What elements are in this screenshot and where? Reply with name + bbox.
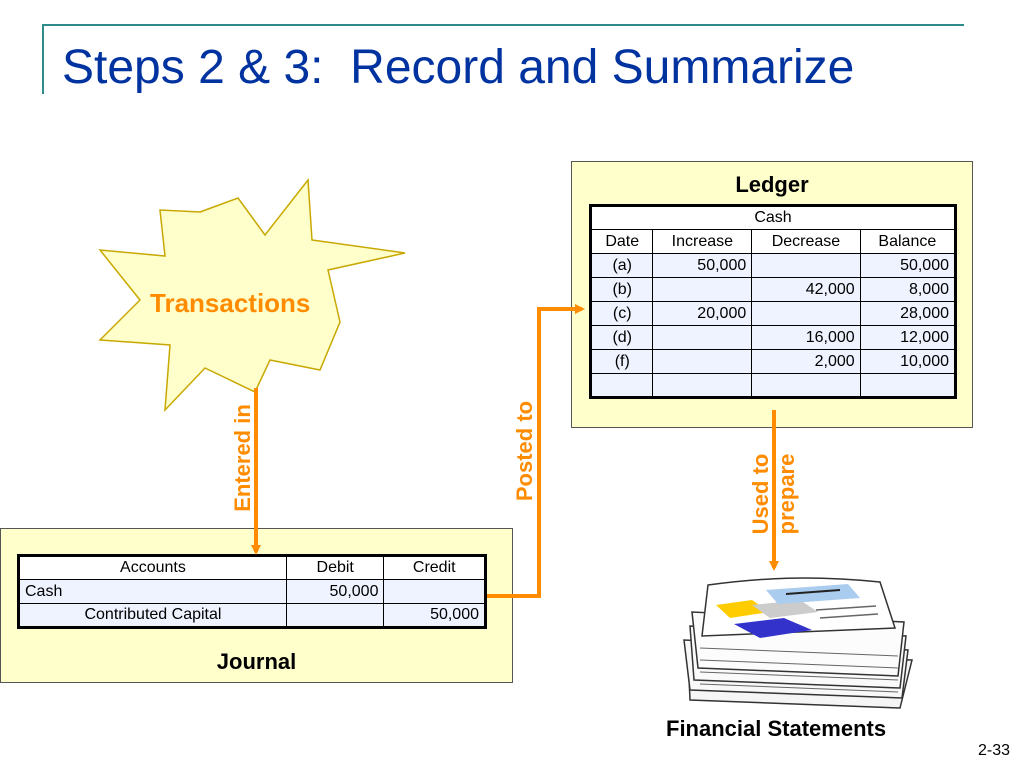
- journal-title: Journal: [216, 649, 297, 674]
- ledger-row: (c) 20,000 28,000: [589, 301, 957, 326]
- transactions-label: Transactions: [150, 288, 311, 318]
- ledger-cell-date: (b): [589, 277, 654, 302]
- journal-cell-debit: [285, 603, 385, 628]
- ledger-cell-date: (a): [589, 253, 654, 278]
- used-to-label-line1: Used to: [748, 453, 773, 535]
- ledger-header-increase: Increase: [652, 229, 753, 254]
- page-number: 2-33: [977, 742, 1010, 759]
- journal-table: Accounts Debit Credit Cash 50,000 Contri…: [17, 554, 487, 629]
- ledger-account-name: Cash: [590, 205, 956, 230]
- financial-statements-icon: [683, 577, 913, 709]
- journal-header-accounts: Accounts: [18, 555, 287, 580]
- ledger-table: Cash Date Increase Decrease Balance (a) …: [589, 204, 957, 399]
- ledger-header-date: Date: [589, 229, 654, 254]
- transactions-starburst: [98, 177, 406, 413]
- ledger-cell-balance: 10,000: [859, 349, 957, 374]
- ledger-cell-balance: [859, 373, 957, 398]
- ledger-cell-decrease: [751, 253, 861, 278]
- ledger-cell-decrease: 2,000: [751, 349, 861, 374]
- ledger-header-balance: Balance: [859, 229, 957, 254]
- ledger-row: [589, 373, 957, 398]
- ledger-cell-date: [589, 373, 654, 398]
- financial-statements-label: Financial Statements: [666, 716, 887, 741]
- journal-cell-debit: 50,000: [285, 579, 385, 604]
- ledger-cell-decrease: 42,000: [751, 277, 861, 302]
- ledger-cell-increase: 50,000: [652, 253, 753, 278]
- ledger-cell-decrease: [751, 301, 861, 326]
- ledger-cell-increase: [652, 325, 753, 350]
- ledger-row: (a) 50,000 50,000: [589, 253, 957, 278]
- ledger-cell-date: (d): [589, 325, 654, 350]
- used-to-label-line2: prepare: [774, 453, 799, 535]
- journal-header-credit: Credit: [383, 555, 486, 580]
- ledger-panel: Ledger Cash Date Increase Decrease Balan…: [571, 161, 973, 428]
- entered-in-label: Entered in: [230, 404, 255, 512]
- title-rule-horizontal: [42, 24, 964, 26]
- journal-cell-credit: 50,000: [383, 603, 486, 628]
- ledger-cell-increase: [652, 277, 753, 302]
- slide-title: Steps 2 & 3: Record and Summarize: [62, 41, 855, 94]
- title-rule-vertical: [42, 26, 44, 94]
- used-to-prepare-label: Used to prepare: [748, 439, 800, 549]
- journal-row: Cash 50,000: [18, 579, 486, 604]
- posted-to-label: Posted to: [512, 400, 537, 502]
- journal-cell-account: Cash: [18, 579, 287, 604]
- journal-cell-account: Contributed Capital: [18, 603, 287, 628]
- ledger-cell-date: (c): [589, 301, 654, 326]
- posted-to-arrow: [487, 304, 585, 598]
- ledger-cell-balance: 50,000: [859, 253, 957, 278]
- journal-panel: Accounts Debit Credit Cash 50,000 Contri…: [0, 528, 513, 683]
- ledger-cell-balance: 28,000: [859, 301, 957, 326]
- journal-row: Contributed Capital 50,000: [18, 603, 486, 628]
- ledger-cell-decrease: [751, 373, 861, 398]
- ledger-title: Ledger: [735, 172, 809, 197]
- ledger-cell-increase: 20,000: [652, 301, 753, 326]
- ledger-row: (d) 16,000 12,000: [589, 325, 957, 350]
- ledger-row: (b) 42,000 8,000: [589, 277, 957, 302]
